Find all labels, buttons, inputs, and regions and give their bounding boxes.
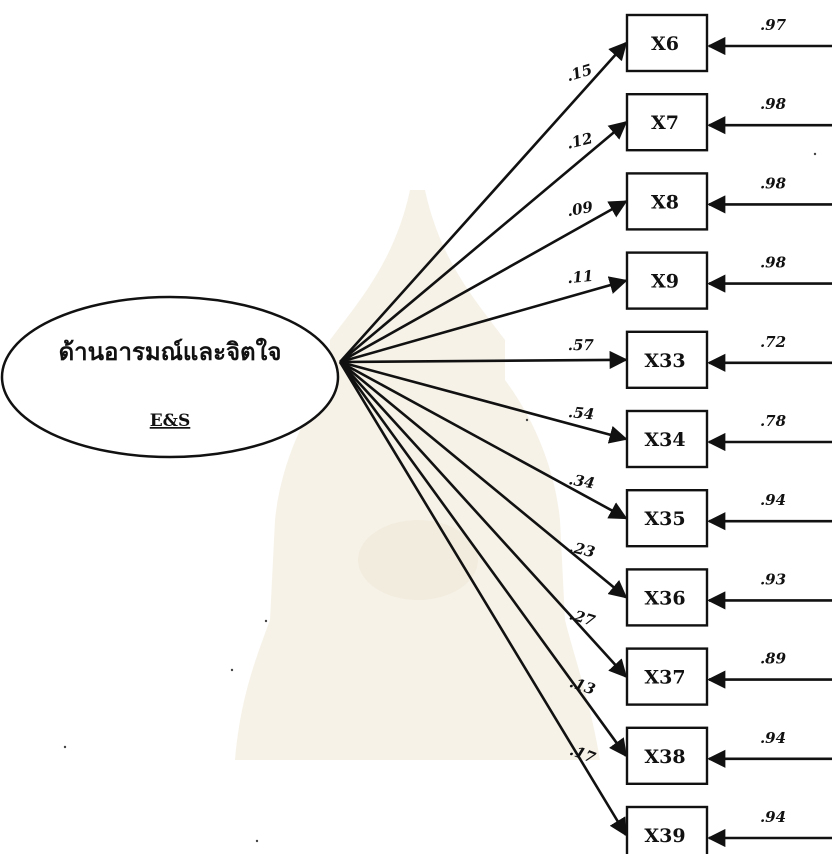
error-variance-x6: .97 xyxy=(760,16,787,34)
path-arrow-x7 xyxy=(339,121,628,363)
indicator-label-x6: X6 xyxy=(651,33,679,55)
indicator-label-x8: X8 xyxy=(651,191,679,213)
path-arrow-x35 xyxy=(339,360,628,520)
path-arrow-x9 xyxy=(339,276,628,364)
indicator-label-x37: X37 xyxy=(644,667,685,689)
loading-coefficient-x37: .27 xyxy=(567,605,598,630)
error-variance-x34: .78 xyxy=(760,412,787,430)
path-arrow-x36 xyxy=(339,360,628,599)
indicator-box-x6 xyxy=(625,13,709,73)
path-arrow-x8 xyxy=(339,200,628,364)
latent-label: ด้านอารมณ์และจิตใจ xyxy=(59,337,282,366)
path-arrow-x37 xyxy=(339,361,628,678)
indicator-box-x39 xyxy=(625,805,709,854)
path-arrows xyxy=(338,36,832,848)
path-arrow-x38 xyxy=(338,361,628,758)
loading-coefficient-x7: .12 xyxy=(565,129,595,153)
indicator-label-x33: X33 xyxy=(644,350,685,372)
loading-coefficient-x33: .57 xyxy=(568,336,595,354)
loading-coefficient-x34: .54 xyxy=(567,403,595,423)
error-variance-x38: .94 xyxy=(760,729,786,747)
indicator-box-x36 xyxy=(625,568,709,627)
loading-coefficient-x8: .09 xyxy=(565,198,594,220)
error-variance-x35: .94 xyxy=(760,491,786,509)
indicator-label-x34: X34 xyxy=(644,429,685,451)
indicator-box-x35 xyxy=(625,489,709,548)
error-variance-x7: .98 xyxy=(760,95,787,113)
indicator-box-x8 xyxy=(625,172,709,231)
error-variance-x37: .89 xyxy=(760,650,787,668)
loading-coefficient-x35: .34 xyxy=(567,470,596,492)
indicator-label-x39: X39 xyxy=(644,825,685,847)
path-coefficients: .15.97.12.98.09.98.11.98.57.72.54.78.34.… xyxy=(564,16,786,826)
error-variance-x36: .93 xyxy=(760,570,786,588)
indicator-box-x38 xyxy=(625,726,709,785)
error-variance-x39: .94 xyxy=(760,808,786,826)
latent-ellipse xyxy=(0,295,340,459)
error-variance-x9: .98 xyxy=(760,254,787,272)
scan-specks xyxy=(63,152,817,843)
path-arrow-x34 xyxy=(339,360,628,444)
indicator-box-x34 xyxy=(625,409,709,469)
indicator-label-x36: X36 xyxy=(644,587,685,609)
error-variance-x33: .72 xyxy=(760,333,786,351)
indicator-box-x7 xyxy=(625,92,709,152)
error-variance-x8: .98 xyxy=(760,174,787,192)
path-arrow-x6 xyxy=(339,41,628,363)
latent-variable: ด้านอารมณ์และจิตใจ E&S xyxy=(0,295,340,459)
loading-coefficient-x36: .23 xyxy=(567,538,597,562)
indicator-label-x38: X38 xyxy=(644,746,685,768)
indicator-label-x7: X7 xyxy=(651,112,679,134)
indicator-box-x37 xyxy=(625,647,709,706)
path-arrow-x33 xyxy=(339,350,628,370)
indicator-label-x9: X9 xyxy=(651,271,679,293)
path-arrow-x39 xyxy=(338,361,628,837)
indicator-box-x9 xyxy=(625,251,709,310)
indicator-label-x35: X35 xyxy=(644,508,685,530)
loading-coefficient-x9: .11 xyxy=(566,267,594,287)
indicator-box-x33 xyxy=(625,330,709,389)
latent-abbr: E&S xyxy=(150,411,191,431)
